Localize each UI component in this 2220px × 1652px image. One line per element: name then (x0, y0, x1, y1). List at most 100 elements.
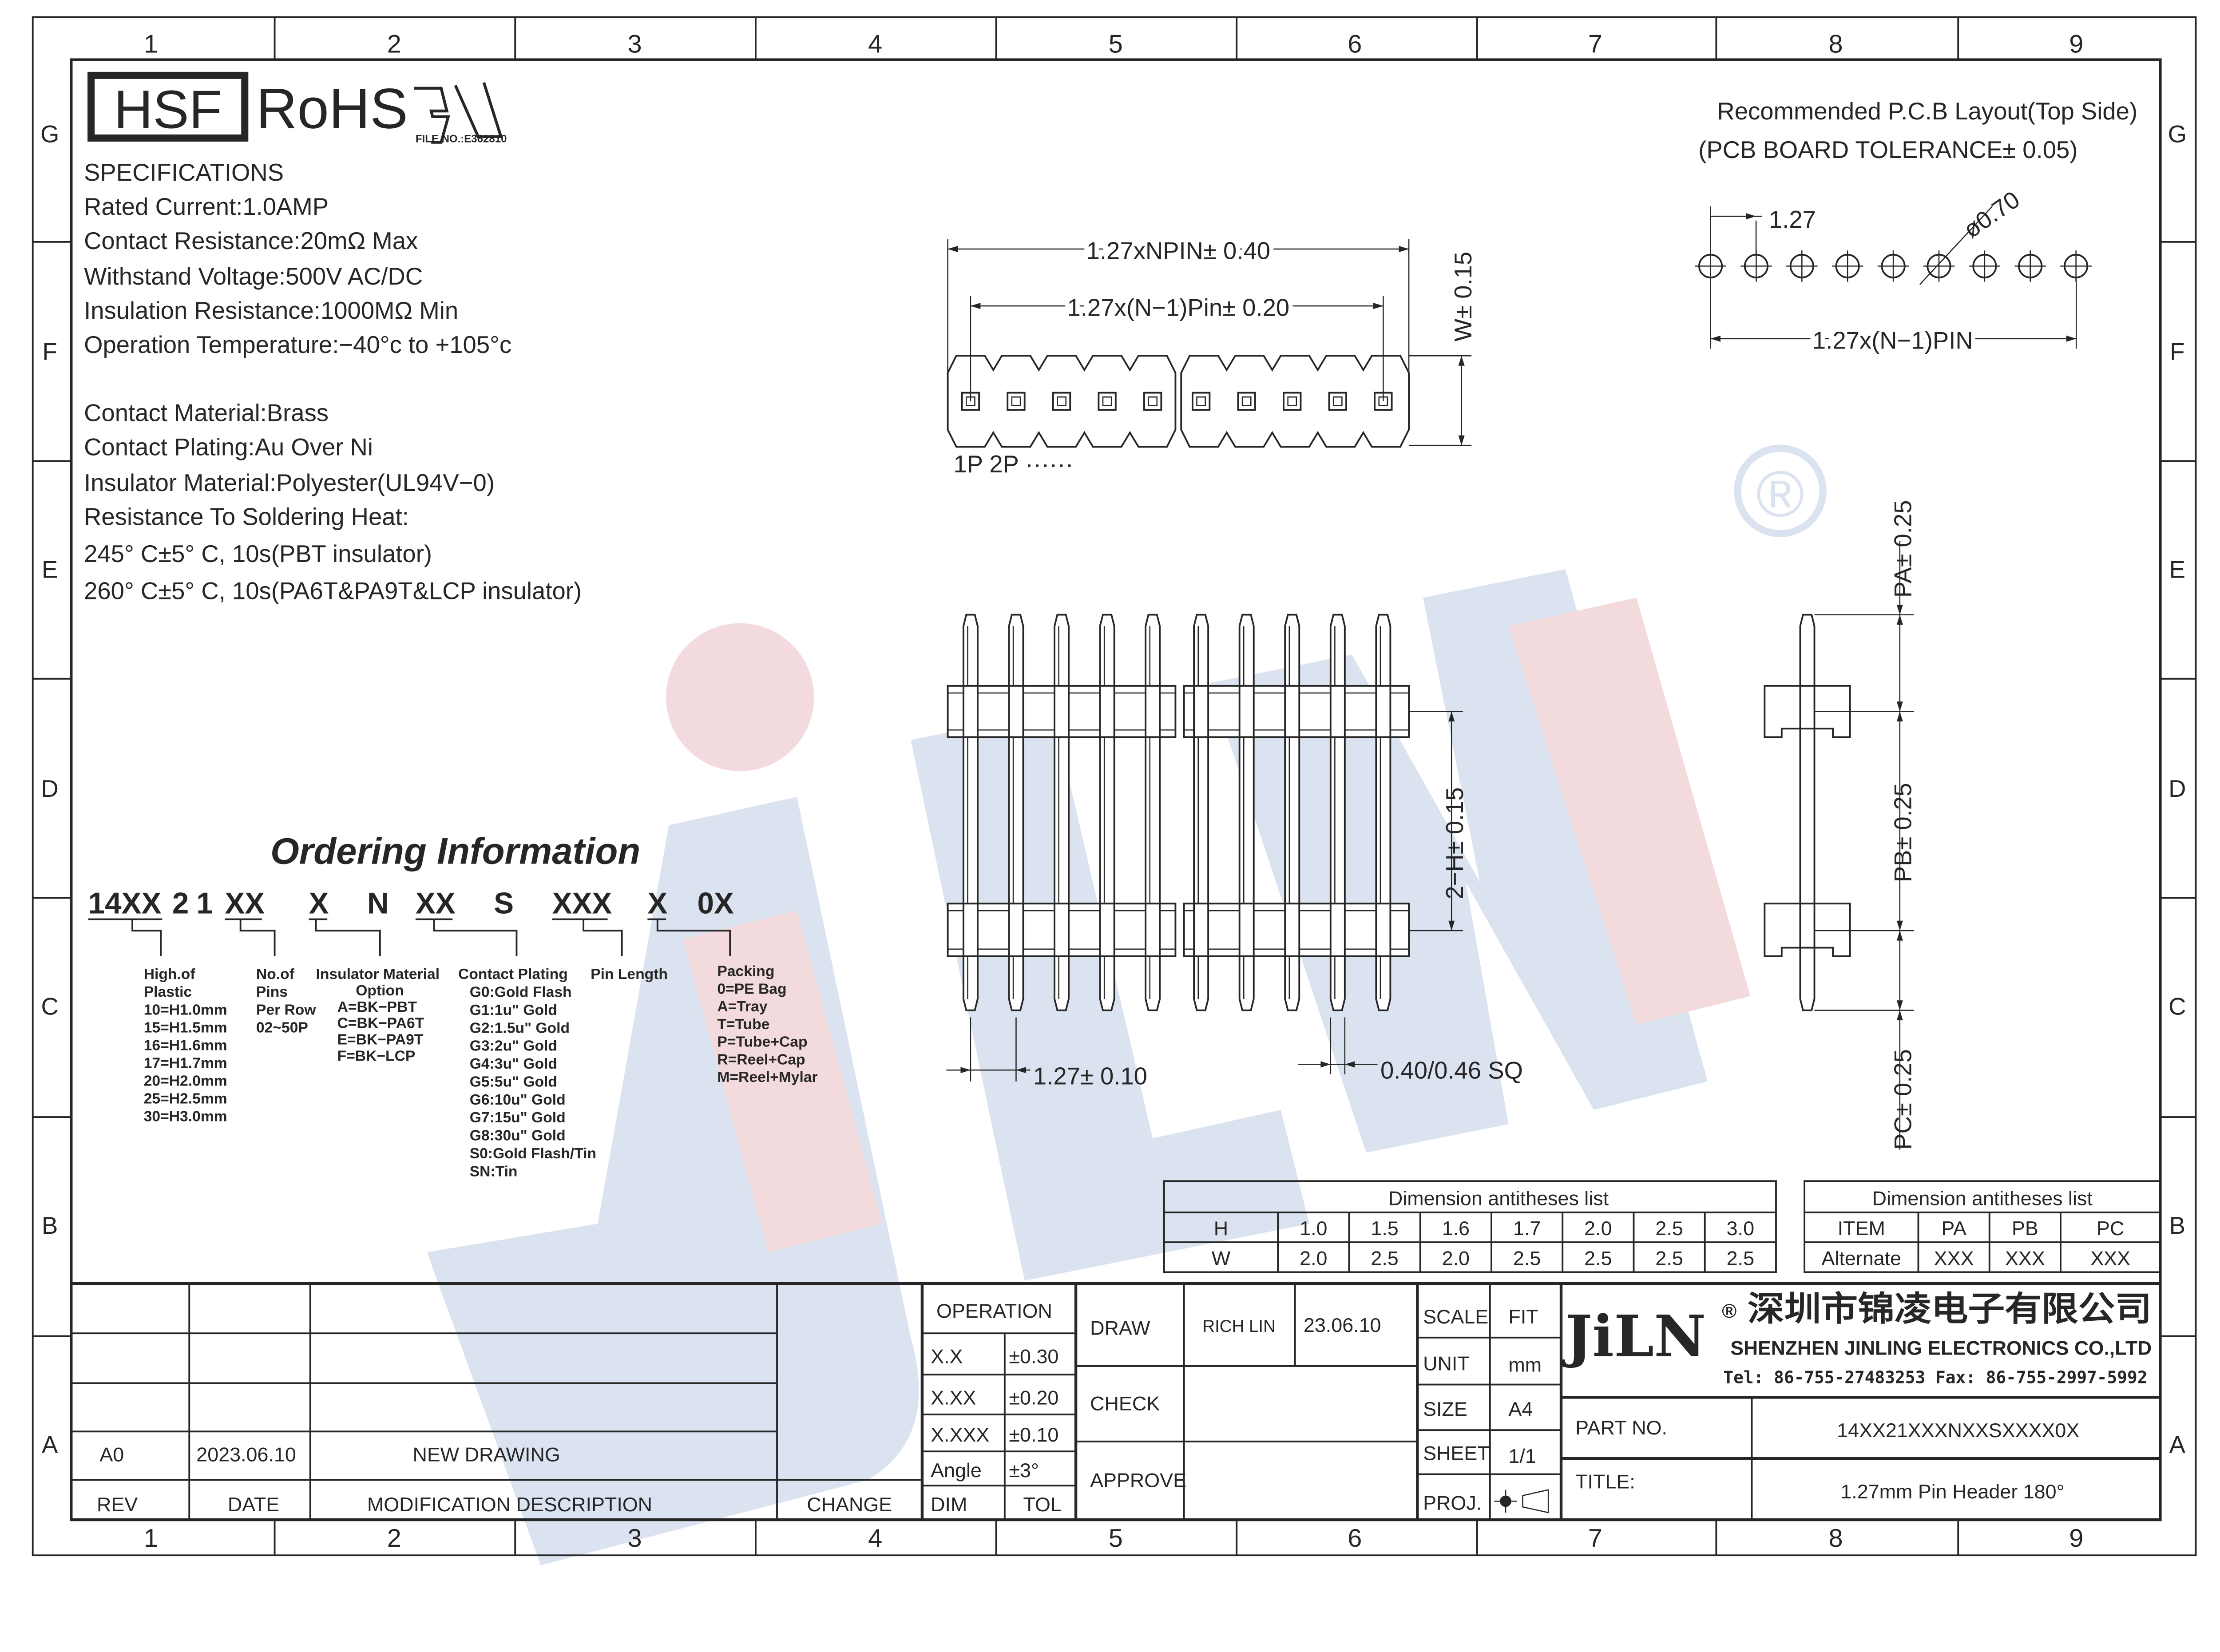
order-option-text: R=Reel+Cap (717, 1051, 805, 1068)
tolerance-dim-header: DIM (931, 1493, 967, 1516)
column-marker-bottom: 5 (1109, 1524, 1123, 1553)
dim-table-hw-cell: 1.6 (1442, 1217, 1470, 1240)
order-option-text: Per Row (256, 1002, 316, 1018)
arrowhead (1896, 920, 1903, 931)
header-body-top (947, 355, 1177, 448)
dim-table-hw-cell: 1.7 (1513, 1217, 1541, 1240)
part-number-label: PART NO. (1575, 1416, 1667, 1439)
tolerance-title: OPERATION (936, 1299, 1052, 1322)
dim-table-p-cell: XXX (2090, 1247, 2130, 1269)
spec-line: Contact Material:Brass (84, 400, 329, 427)
order-option-text: P=Tube+Cap (717, 1034, 807, 1050)
certification-logos: HSF RoHS FILE NO.:E362810 (87, 71, 507, 145)
order-option-text: 25=H2.5mm (144, 1091, 227, 1107)
scale-value: FIT (1508, 1305, 1538, 1328)
tolerance-dimension: Angle (931, 1459, 982, 1482)
order-option-text: 17=H1.7mm (144, 1055, 227, 1071)
pin-through-insulator (1329, 903, 1346, 957)
row-marker-right: E (2169, 556, 2185, 583)
order-option-text: F=BK−LCP (337, 1048, 416, 1064)
pin-through-insulator (1099, 685, 1115, 738)
scale-label: SCALE (1423, 1305, 1488, 1328)
title-label: TITLE: (1575, 1470, 1635, 1493)
column-marker-top: 2 (387, 30, 401, 59)
pcb-layout-title: Recommended P.C.B Layout(Top Side) (1717, 98, 2137, 125)
watermark-accent (1508, 598, 1751, 1025)
arrowhead (1320, 1061, 1331, 1068)
header-body-top (1180, 355, 1410, 448)
column-marker-top: 9 (2069, 30, 2083, 59)
pin-square-outer (1098, 392, 1117, 411)
ordering-title: Ordering Information (270, 831, 640, 872)
tolerance-tol-header: TOL (1023, 1493, 1061, 1516)
draw-date: 23.06.10 (1304, 1314, 1381, 1336)
column-marker-top: 1 (144, 30, 158, 59)
side-pin-segment (1799, 685, 1816, 729)
order-option-text: G0:Gold Flash (470, 984, 572, 1001)
arrowhead (1016, 1067, 1026, 1074)
rohs-logo: RoHS (256, 77, 408, 140)
column-marker-bottom: 8 (1829, 1524, 1843, 1553)
arrowhead (1746, 213, 1756, 220)
spec-line: Insulator Material:Polyester(UL94V−0) (84, 469, 495, 496)
arrowhead (1448, 920, 1455, 931)
company-name-en: SHENZHEN JINLING ELECTRONICS CO.,LTD (1730, 1336, 2152, 1359)
dim-table-hw-cell: 3.0 (1727, 1217, 1754, 1240)
drawing-title: 1.27mm Pin Header 180° (1840, 1480, 2064, 1503)
order-code-part: N (367, 887, 389, 920)
column-marker-top: 4 (868, 30, 882, 59)
spec-line: Contact Plating:Au Over Ni (84, 434, 373, 461)
dim-table-hw-border (1163, 1180, 1777, 1273)
row-marker-left: B (42, 1212, 58, 1239)
ul-recognized-icon (414, 82, 503, 144)
title-block: A0 2023.06.10 NEW DRAWING REV DATE MODIF… (71, 1282, 2161, 1520)
tolerance-dimension: X.X (931, 1345, 963, 1368)
header-description: MODIFICATION DESCRIPTION (367, 1493, 652, 1516)
order-code-part: X (309, 887, 329, 920)
row-marker-right: B (2169, 1212, 2185, 1239)
order-option-text: 10=H1.0mm (144, 1002, 227, 1018)
outer-border (32, 16, 2197, 1557)
order-leader-line (239, 919, 276, 956)
dim-table-hw-cell: 2.0 (1584, 1217, 1612, 1240)
order-option-text: SN:Tin (470, 1163, 518, 1180)
order-option-text: 20=H2.0mm (144, 1073, 227, 1089)
pin-square-inner (1196, 396, 1206, 406)
arrowhead (1344, 1061, 1355, 1068)
row-marker-right: C (2168, 993, 2186, 1020)
dim-table-p-border (1804, 1180, 2161, 1273)
arrowhead (1896, 931, 1903, 941)
pin-through-insulator (1193, 903, 1209, 957)
watermark-i-dot (666, 623, 814, 772)
pin-square-inner (1287, 396, 1297, 406)
pin-square-inner (1057, 396, 1066, 406)
row-marker-left: A (42, 1431, 58, 1458)
pin-through-insulator (1008, 685, 1024, 738)
revision-date: 2023.06.10 (196, 1443, 296, 1466)
dim-table-hw-cell: 2.5 (1584, 1247, 1612, 1269)
sheet-label: SHEET (1423, 1442, 1490, 1464)
top-view-width: W± 0.15 (1450, 252, 1477, 341)
order-option-text: No.of (256, 966, 295, 982)
tolerance-dimension: X.XX (931, 1386, 976, 1409)
dim-table-hw-cell: 2.5 (1655, 1217, 1683, 1240)
arrowhead (1458, 356, 1465, 366)
arrowhead (970, 303, 981, 309)
order-option-text: Contact Plating (458, 966, 568, 982)
order-code-part: 14XX (88, 887, 162, 920)
hsf-logo-box (87, 71, 249, 142)
side-view-pa: PA± 0.25 (1889, 500, 1916, 598)
pin-through-insulator (1145, 903, 1161, 957)
spec-line: Insulation Resistance:1000MΩ Min (84, 297, 458, 324)
hsf-logo: HSF (114, 79, 222, 139)
arrowhead (1448, 711, 1455, 721)
column-marker-top: 7 (1588, 30, 1602, 59)
row-marker-right: D (2168, 775, 2186, 802)
order-option-text: G1:1u" Gold (470, 1002, 557, 1018)
watermark-registered: ® (1756, 458, 1804, 531)
pin-through-insulator (1375, 903, 1391, 957)
